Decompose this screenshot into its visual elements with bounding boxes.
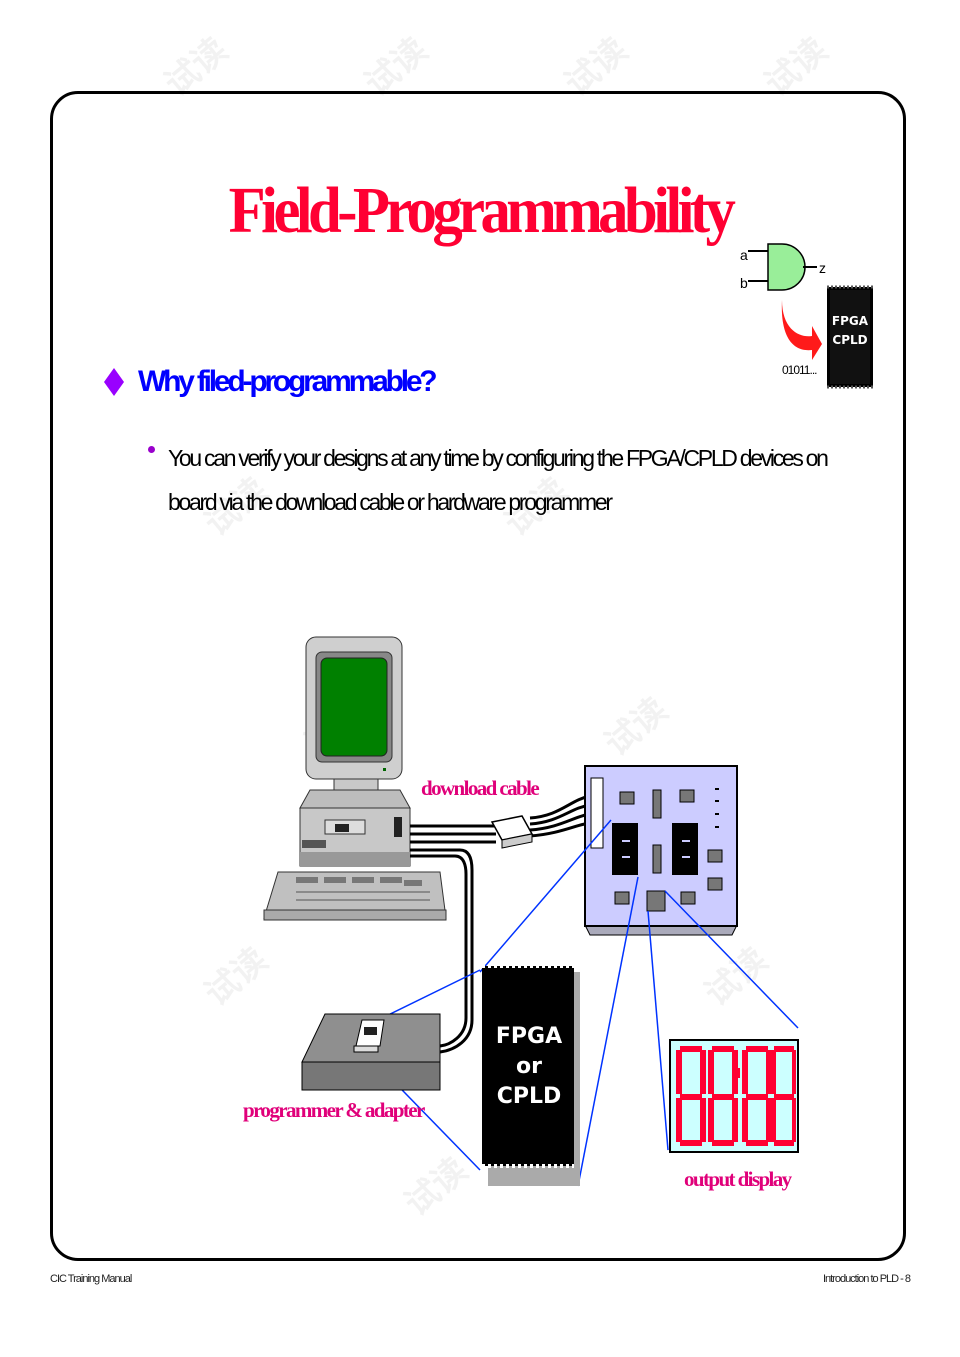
chip-label-line2: or	[516, 1054, 542, 1079]
bullet-item: You can verify your designs at any time …	[148, 436, 868, 524]
bullet-text: You can verify your designs at any time …	[168, 445, 829, 515]
red-arrow-icon	[781, 300, 822, 360]
programmer-adapter-icon	[301, 1013, 441, 1091]
section-heading: Why filed-programmable?	[104, 365, 438, 399]
chip-icon-small	[827, 285, 873, 389]
chip-label-line1: FPGA	[496, 1024, 562, 1049]
bullet-dot-icon	[148, 446, 155, 453]
callout-lines	[367, 819, 799, 1187]
gate-input-a: a	[740, 247, 748, 263]
output-display-label: output display	[684, 1167, 793, 1191]
and-gate-icon	[748, 243, 817, 291]
bitstream-text: 01011...	[782, 363, 817, 377]
chip-label-line3: CPLD	[497, 1084, 562, 1109]
download-cable-label: download cable	[421, 776, 539, 800]
slide-frame	[50, 91, 906, 1261]
footer-page-number: Introduction to PLD - 8	[822, 1273, 911, 1285]
seven-segment-display-icon	[669, 1039, 799, 1153]
slide-title: Field-Programmability	[228, 174, 736, 247]
programmer-label: programmer & adapter	[243, 1098, 425, 1122]
diamond-bullet-icon	[104, 368, 124, 396]
computer-icon	[263, 636, 447, 921]
footer-manual-title: CIC Training Manual	[50, 1273, 132, 1285]
gate-input-b: b	[740, 275, 748, 291]
circuit-board-icon	[584, 765, 738, 936]
corner-chip-line1: FPGA	[832, 314, 869, 328]
corner-chip-line2: CPLD	[832, 333, 867, 347]
gate-output-z: z	[819, 260, 826, 276]
section-heading-text: Why filed-programmable?	[138, 365, 438, 398]
fpga-chip-icon	[482, 964, 580, 1186]
